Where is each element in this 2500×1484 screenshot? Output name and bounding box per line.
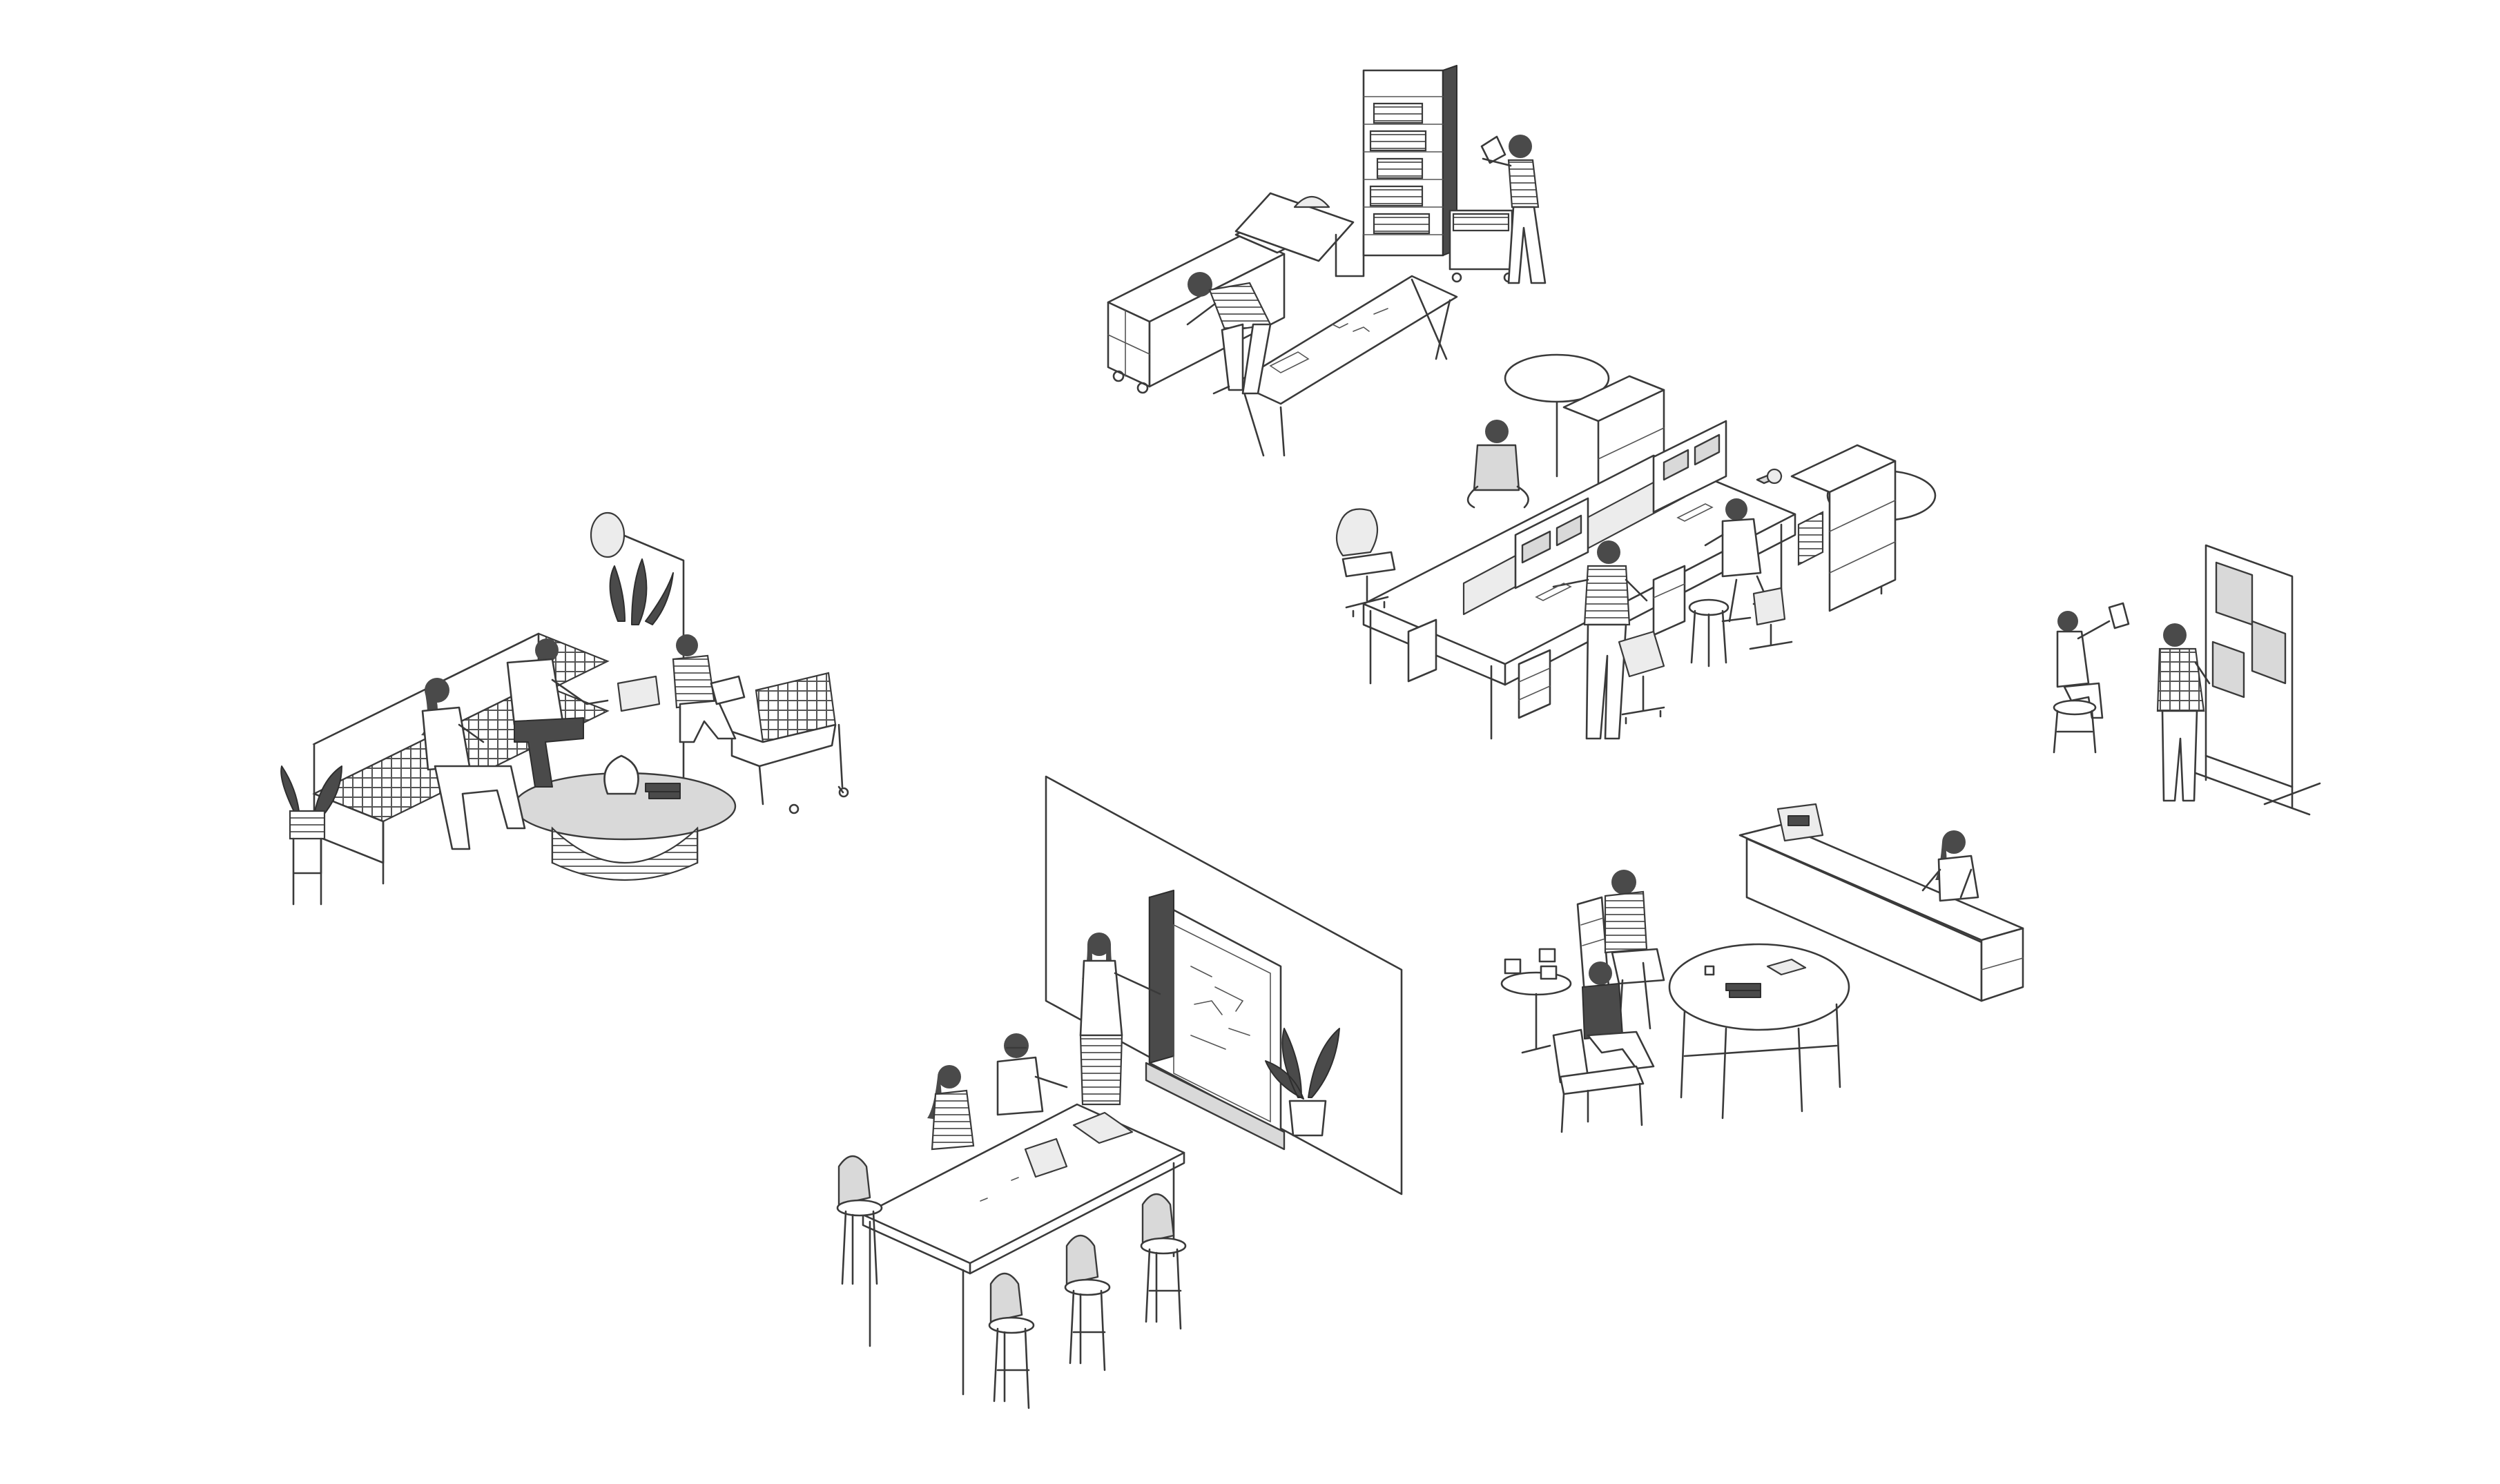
pinboard-review-scene-icon — [2053, 544, 2321, 816]
open-desk-workstations-scene-icon — [1335, 353, 1937, 740]
lounge-sofa-scene-icon — [280, 511, 849, 906]
cafe-coffee-bar-scene-icon — [1500, 803, 2024, 1133]
meeting-table-whiteboard-scene-icon — [836, 775, 1403, 1409]
library-workbench-scene-icon — [1107, 65, 1547, 457]
